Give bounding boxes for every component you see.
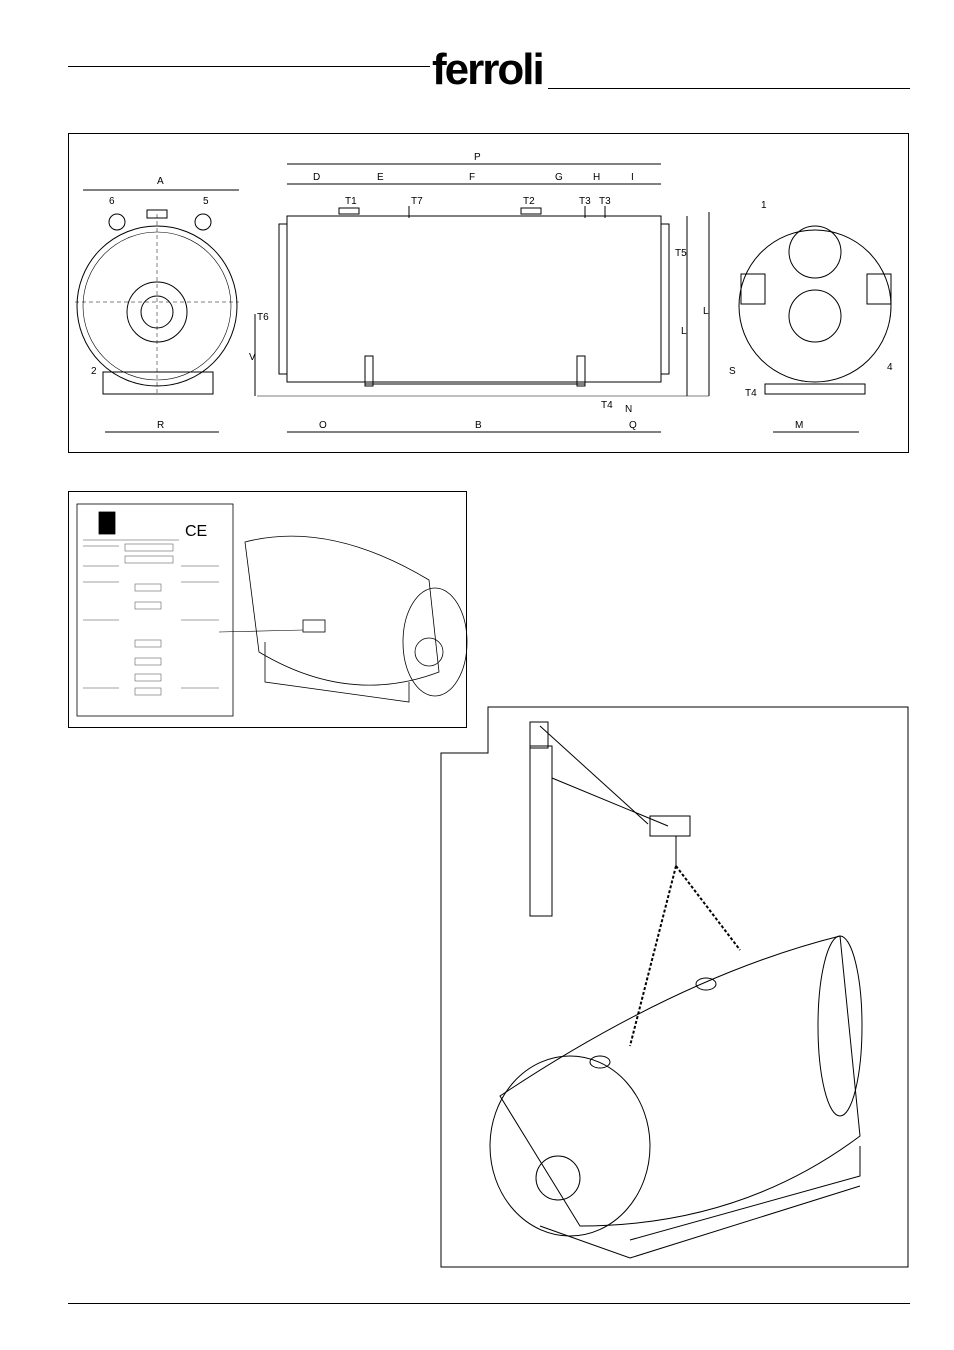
label-callout-6: 6 xyxy=(109,196,115,207)
label-dim-G: G xyxy=(555,172,563,183)
boiler-lifting-body xyxy=(500,936,860,1226)
label-conn-T6: T6 xyxy=(257,312,269,323)
brand-logo-text: ferroli xyxy=(432,45,543,94)
label-dim-M: M xyxy=(795,420,803,431)
label-callout-4: 4 xyxy=(887,362,893,373)
dimension-drawing: A 6 5 2 R P D E F G H I T1 T7 T2 T3 T3 T… xyxy=(69,134,910,454)
label-dim-Q: Q xyxy=(629,420,637,431)
rear-view-door xyxy=(789,290,841,342)
crane-jib-stay xyxy=(540,726,648,824)
nameplate-illustration-frame: CE xyxy=(68,491,467,728)
nameplate-illustration: CE xyxy=(69,492,468,729)
label-dim-V: V xyxy=(249,352,256,363)
lifting-chain-right xyxy=(676,866,740,950)
front-view-gauge-6 xyxy=(109,214,125,230)
ce-mark: CE xyxy=(185,523,207,540)
rear-view-shell xyxy=(739,230,891,382)
label-conn-T3b: T3 xyxy=(599,196,611,207)
side-view-body xyxy=(287,216,661,382)
lifting-chain-left xyxy=(630,866,676,1046)
dimension-drawing-frame: A 6 5 2 R P D E F G H I T1 T7 T2 T3 T3 T… xyxy=(68,133,909,453)
label-callout-2: 2 xyxy=(91,366,97,377)
label-callout-1: 1 xyxy=(761,200,767,211)
label-dim-O: O xyxy=(319,420,327,431)
nameplate-logo-icon xyxy=(99,512,115,534)
label-conn-T3a: T3 xyxy=(579,196,591,207)
boiler-isometric-body xyxy=(245,536,439,685)
label-conn-T7: T7 xyxy=(411,196,423,207)
front-view-gauge-5 xyxy=(195,214,211,230)
label-callout-5: 5 xyxy=(203,196,209,207)
boiler-isometric-front xyxy=(403,588,467,696)
brand-logo: ferroli xyxy=(432,40,552,100)
label-dim-D: D xyxy=(313,172,320,183)
label-dim-F: F xyxy=(469,172,475,183)
lifting-frame xyxy=(441,707,908,1267)
header-rule-left xyxy=(68,66,430,67)
label-dim-B: B xyxy=(475,420,482,431)
rear-view-flue xyxy=(789,226,841,278)
header-rule-right xyxy=(548,88,910,89)
label-dim-E: E xyxy=(377,172,384,183)
crane-post xyxy=(530,746,552,916)
label-dim-A: A xyxy=(157,176,164,187)
label-conn-T5: T5 xyxy=(675,248,687,259)
label-dim-N: N xyxy=(625,404,632,415)
label-conn-T4-rear: T4 xyxy=(745,388,757,399)
nameplate-sheet xyxy=(77,504,233,716)
label-dim-P: P xyxy=(474,152,481,163)
label-dim-R: R xyxy=(157,420,164,431)
label-dim-H: H xyxy=(593,172,600,183)
label-conn-T1: T1 xyxy=(345,196,357,207)
lifting-illustration xyxy=(440,706,910,1268)
crane-jib-end xyxy=(650,816,690,836)
label-conn-T2: T2 xyxy=(523,196,535,207)
label-dim-S: S xyxy=(729,366,736,377)
label-conn-T4: T4 xyxy=(601,400,613,411)
label-dim-L2: L xyxy=(703,306,709,317)
label-dim-L1: L xyxy=(681,326,687,337)
label-dim-I: I xyxy=(631,172,634,183)
footer-rule xyxy=(68,1303,910,1304)
